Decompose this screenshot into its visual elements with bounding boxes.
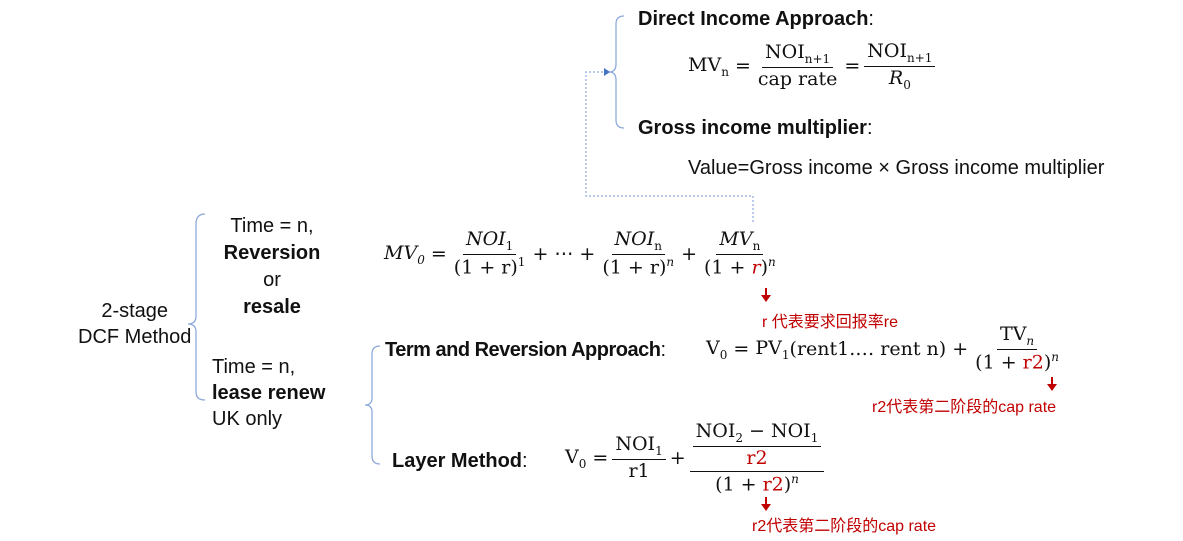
top-brace [608,15,625,129]
renewal-brace [364,345,381,465]
reversion-label: Reversion [223,242,321,264]
red-arrow-icon [761,497,771,511]
lease-time: Time = n, [212,356,296,378]
reversion-branch: Time = n, Reversion or resale [216,213,328,321]
gim-formula: Value=Gross income × Gross income multip… [688,157,1105,179]
term-reversion-title: Term and Reversion Approach: [385,339,666,361]
main-brace [187,213,206,401]
uk-only-label: UK only [212,408,283,430]
layer-r2-note: r2代表第二阶段的cap rate [752,518,937,535]
root-line2: DCF Method [78,326,192,348]
lease-renew-label: lease renew [212,382,326,404]
dotted-link [585,71,754,222]
r-note: r 代表要求回报率re [762,314,899,331]
arrowhead-icon [604,68,610,76]
resale-label: resale [243,296,301,318]
mv0-formula: MV0 = NOI1(1 + r)1 + ⋯ + NOIn(1 + r)n+ M… [384,228,776,279]
direct-income-title: Direct Income Approach: [638,8,874,30]
lease-branch: Time = n, lease renew UK only [212,354,325,432]
reversion-time: Time = n, [230,215,314,237]
red-arrow-icon [1047,377,1057,391]
gim-title: Gross income multiplier: [638,117,873,139]
layer-method-title: Layer Method: [392,450,528,472]
root-line1: 2-stage [101,300,169,322]
term-reversion-formula: V0 = PV1(rent1.… rent n) + TVn(1 + r2)n [706,323,1059,374]
or-label: or [263,269,281,291]
term-r2-note: r2代表第二阶段的cap rate [872,399,1057,416]
root-label: 2-stage DCF Method [78,298,191,350]
red-arrow-icon [761,288,771,302]
